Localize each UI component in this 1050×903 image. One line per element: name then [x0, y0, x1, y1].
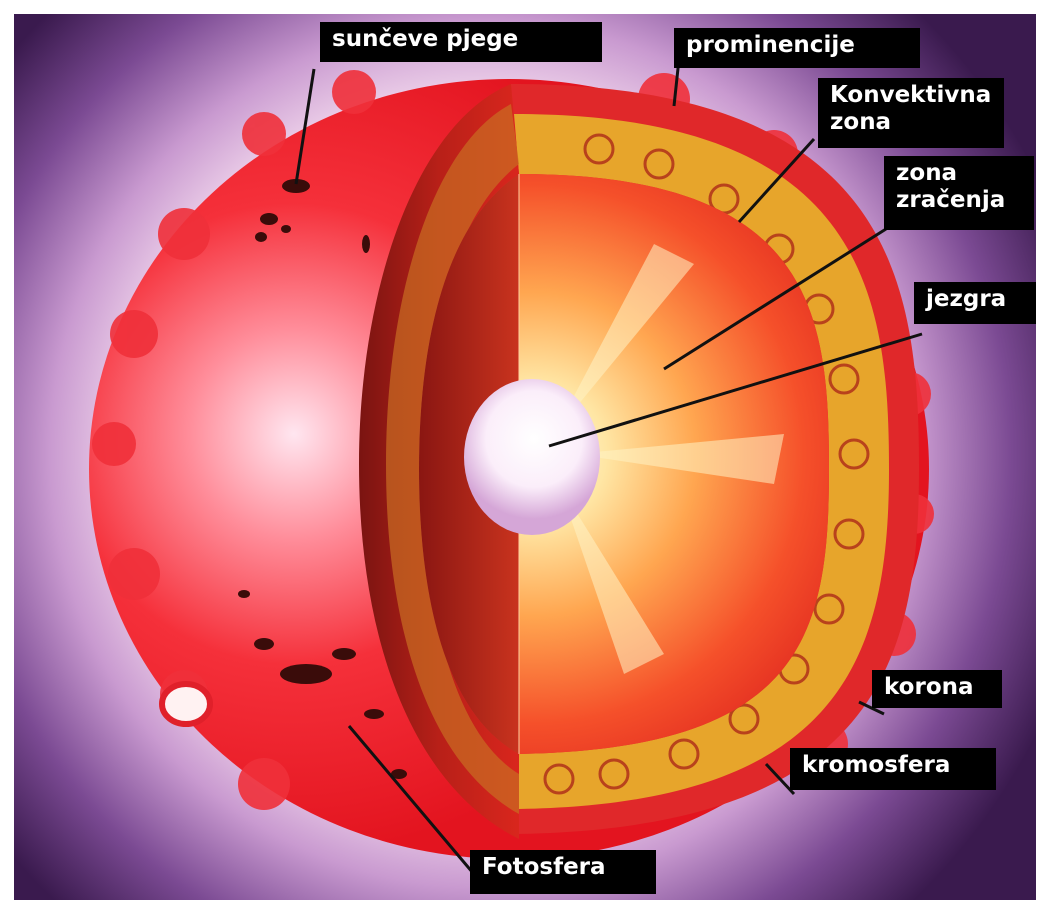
prominence-loop	[162, 684, 210, 724]
label-prominences: prominencije	[674, 28, 920, 68]
label-convective-zone: Konvektivna zona	[818, 78, 1004, 148]
label-photosphere: Fotosfera	[470, 850, 656, 894]
label-sunspots: sunčeve pjege	[320, 22, 602, 62]
sun-diagram: sunčeve pjege prominencije Konvektivna z…	[14, 14, 1036, 900]
label-chromosphere: kromosfera	[790, 748, 996, 790]
core-sphere	[464, 379, 600, 535]
label-radiative-zone: zona zračenja	[884, 156, 1034, 230]
label-corona: korona	[872, 670, 1002, 708]
label-core: jezgra	[914, 282, 1036, 324]
